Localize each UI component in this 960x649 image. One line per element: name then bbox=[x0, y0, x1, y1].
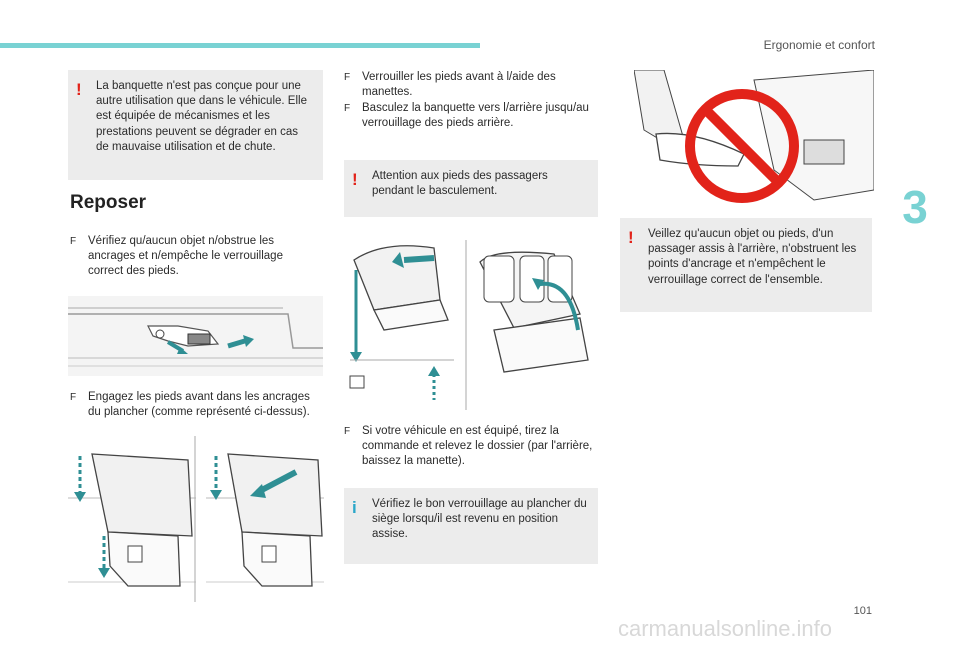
step-check-anchors: F Vérifiez qu/aucun objet n/obstrue les … bbox=[70, 234, 320, 280]
illustration-prohibited-feet bbox=[634, 70, 874, 212]
info-icon: i bbox=[352, 498, 357, 517]
bullet-icon: F bbox=[70, 392, 77, 403]
header-accent-bar bbox=[0, 43, 480, 48]
warning-icon: ! bbox=[352, 170, 358, 189]
watermark: carmanualsonline.info bbox=[618, 616, 833, 641]
step-text: Si votre véhicule en est équipé, tirez l… bbox=[362, 425, 593, 468]
warning-box-misuse: ! La banquette n'est pas conçue pour une… bbox=[68, 70, 323, 180]
warning-box-anchor-points: ! Veillez qu'aucun objet ou pieds, d'un … bbox=[620, 218, 872, 312]
chapter-number: 3 bbox=[902, 181, 928, 233]
step-lock-front-feet: F Verrouiller les pieds avant à l/aide d… bbox=[344, 70, 599, 100]
bullet-icon: F bbox=[344, 103, 351, 114]
bullet-icon: F bbox=[70, 236, 77, 247]
step-engage-front-feet: F Engagez les pieds avant dans les ancra… bbox=[70, 390, 325, 420]
illustration-backrest-raise bbox=[344, 240, 598, 410]
warning-box-passenger-feet: ! Attention aux pieds des passagers pend… bbox=[344, 160, 598, 217]
warning-icon: ! bbox=[76, 80, 82, 99]
illustration-seat-anchor bbox=[68, 296, 323, 376]
section-heading: Reposer bbox=[70, 192, 147, 213]
bullet-icon: F bbox=[344, 72, 351, 83]
warning-text: La banquette n'est pas conçue pour une a… bbox=[96, 80, 307, 153]
step-tilt-bench: F Basculez la banquette vers l/arrière j… bbox=[344, 101, 599, 131]
illustration-seat-lowering-1 bbox=[68, 436, 196, 602]
warning-text: Veillez qu'aucun objet ou pieds, d'un pa… bbox=[648, 228, 857, 286]
step-text: Basculez la banquette vers l/arrière jus… bbox=[362, 102, 589, 130]
section-title: Ergonomie et confort bbox=[763, 38, 875, 52]
page-number: 101 bbox=[853, 605, 872, 617]
warning-icon: ! bbox=[628, 228, 634, 247]
info-text: Vérifiez le bon verrouillage au plancher… bbox=[372, 498, 587, 541]
step-text: Vérifiez qu/aucun objet n/obstrue les an… bbox=[88, 235, 283, 278]
info-box-locking: i Vérifiez le bon verrouillage au planch… bbox=[344, 488, 598, 564]
illustration-seat-lowering-2 bbox=[206, 436, 324, 602]
step-text: Engagez les pieds avant dans les ancrage… bbox=[88, 391, 310, 419]
step-text: Verrouiller les pieds avant à l/aide des… bbox=[362, 71, 556, 99]
step-raise-backrest: F Si votre véhicule en est équipé, tirez… bbox=[344, 424, 599, 470]
bullet-icon: F bbox=[344, 426, 351, 437]
warning-text: Attention aux pieds des passagers pendan… bbox=[372, 170, 548, 198]
